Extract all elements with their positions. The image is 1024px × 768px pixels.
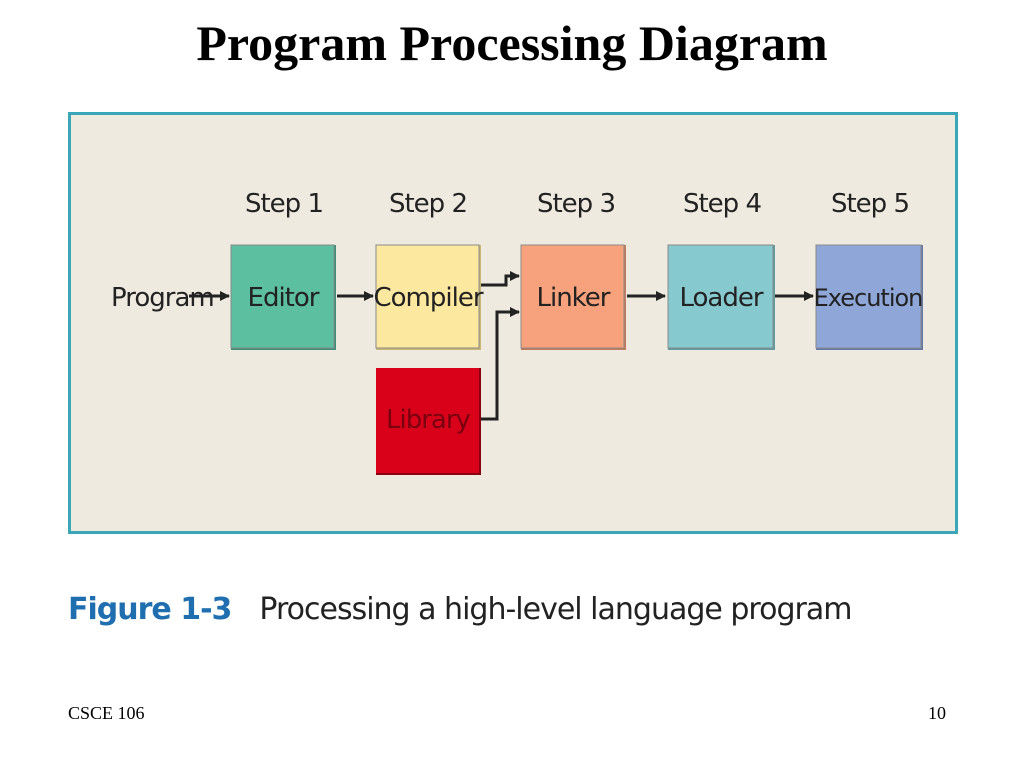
step-label-4: Step 4 — [683, 189, 761, 219]
footer-course: CSCE 106 — [68, 703, 145, 723]
execution-box: Execution — [814, 244, 923, 350]
step-label-1: Step 1 — [245, 189, 323, 219]
figure-caption: Figure 1-3 Processing a high-level langua… — [68, 592, 852, 632]
figure-label: Figure 1-3 — [68, 592, 232, 627]
arrow-compiler-to-linker — [481, 271, 520, 287]
processing-diagram: Step 1 Step 2 Step 3 Step 4 Step 5 Progr… — [111, 189, 923, 475]
loader-box: Loader — [667, 244, 775, 350]
footer-page-number: 10 — [928, 703, 946, 723]
diagram-panel: Step 1 Step 2 Step 3 Step 4 Step 5 Progr… — [68, 112, 958, 534]
figure-caption-text: Processing a high-level language program — [259, 592, 852, 627]
loader-label: Loader — [679, 283, 763, 313]
library-box: Library — [376, 368, 481, 475]
linker-label: Linker — [536, 283, 610, 313]
compiler-box: Compiler — [373, 244, 485, 350]
execution-label: Execution — [814, 284, 923, 312]
step-label-5: Step 5 — [831, 189, 909, 219]
slide-title: Program Processing Diagram — [196, 15, 828, 71]
program-input-label: Program — [111, 283, 214, 313]
editor-box: Editor — [230, 244, 336, 350]
library-label: Library — [386, 405, 471, 435]
step-label-2: Step 2 — [389, 189, 467, 219]
linker-box: Linker — [520, 244, 626, 350]
compiler-label: Compiler — [373, 283, 483, 313]
editor-label: Editor — [248, 283, 320, 313]
arrow-library-to-linker — [481, 307, 520, 421]
step-label-3: Step 3 — [537, 189, 615, 219]
